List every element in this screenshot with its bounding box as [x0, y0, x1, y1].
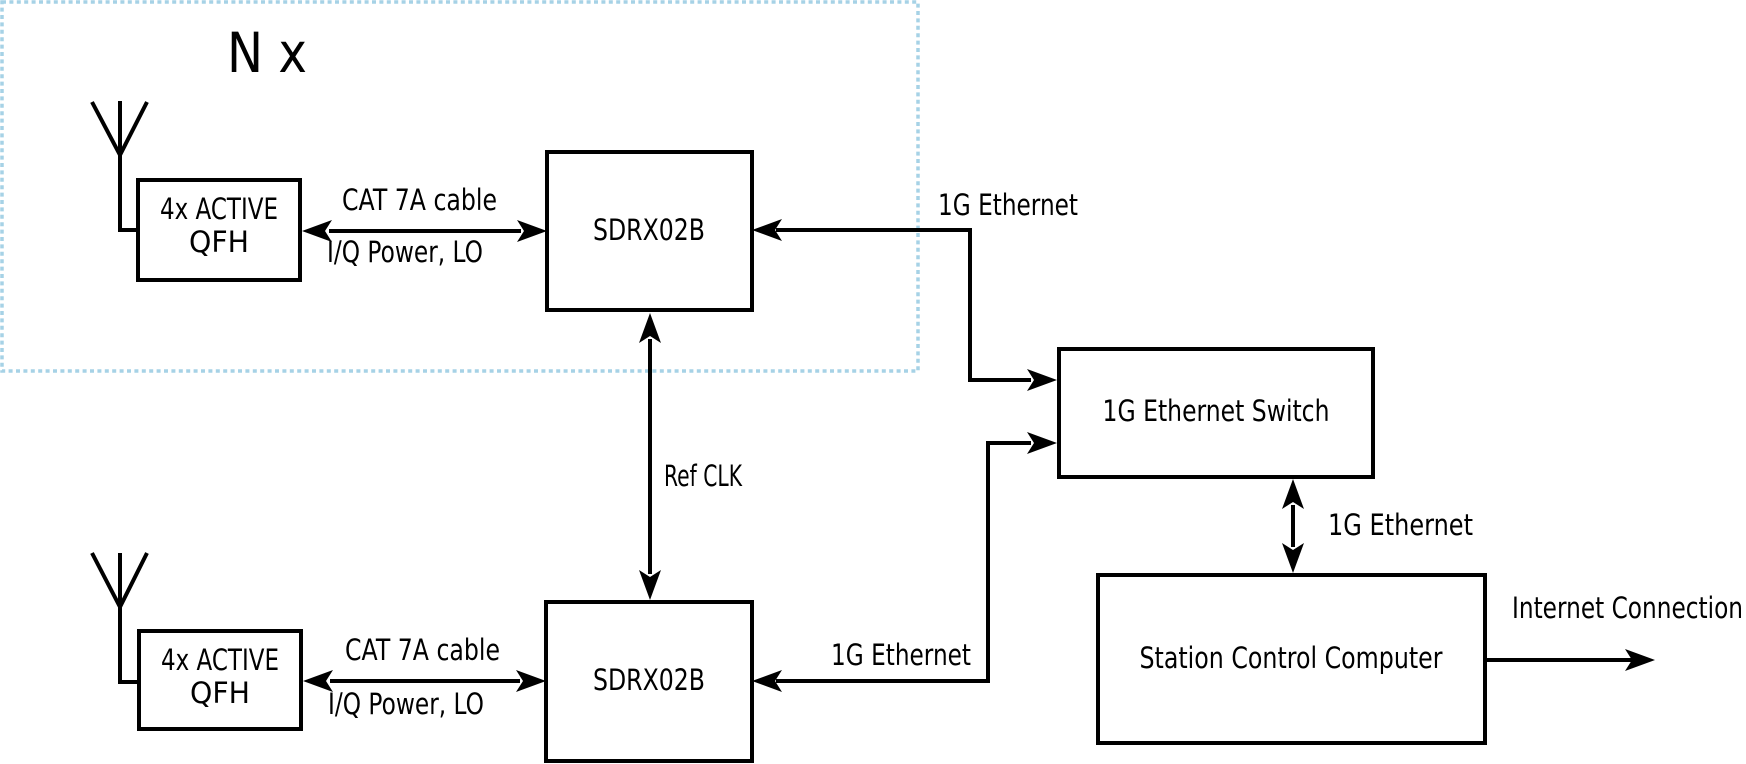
arrowhead-right	[517, 220, 547, 242]
ethernet-switch-box	[1057, 347, 1375, 479]
qfh-bottom-label-line2: QFH	[190, 676, 250, 710]
qfh-bottom-label-line1: 4x ACTIVE	[161, 643, 279, 677]
qfh-top-label-line1: 4x ACTIVE	[160, 192, 278, 226]
arrowhead-left	[752, 670, 782, 692]
sdrx02b-top-box	[545, 150, 754, 312]
cat7a-bottom-label-above: CAT 7A cable	[345, 633, 500, 667]
arrowhead-up	[1282, 479, 1304, 509]
qfh-top-box	[136, 178, 302, 282]
arrowhead-left	[302, 220, 332, 242]
sdrx02b-bottom-label: SDRX02B	[593, 663, 705, 697]
sdrx02b-bottom-box	[544, 600, 754, 763]
eth-switch-pc-label: 1G Ethernet	[1328, 508, 1473, 542]
cable-cat7a-bottom	[303, 670, 546, 692]
cable-internet	[1485, 649, 1655, 671]
qfh-bottom-box	[137, 629, 303, 731]
nx-group-border	[0, 0, 920, 373]
antenna-pole	[118, 101, 138, 232]
arrowhead-right	[1625, 649, 1655, 671]
cable-eth-switch-pc	[1282, 479, 1304, 573]
refclk-label: Ref CLK	[664, 459, 743, 493]
arrowhead-right	[1027, 432, 1057, 454]
cable-cat7a-top	[302, 220, 547, 242]
arrowhead-up	[639, 313, 661, 343]
antenna-pole	[118, 553, 139, 684]
internet-label: Internet Connection	[1512, 591, 1743, 625]
cat7a-top-label-below: I/Q Power, LO	[327, 235, 483, 269]
eth-top-label: 1G Ethernet	[938, 188, 1078, 222]
cable-refclk	[639, 313, 661, 600]
station-computer-box	[1096, 573, 1487, 745]
sdrx02b-top-label: SDRX02B	[593, 213, 705, 247]
cat7a-top-label-above: CAT 7A cable	[342, 183, 497, 217]
arrowhead-left	[752, 219, 782, 241]
arrowhead-right	[1027, 369, 1057, 391]
nx-group-label: N x	[227, 21, 307, 85]
ethernet-switch-label: 1G Ethernet Switch	[1103, 394, 1330, 428]
arrowhead-right	[516, 670, 546, 692]
cable-line	[776, 228, 1031, 382]
antenna-icon-bottom	[90, 552, 149, 684]
cable-eth-bottom	[752, 432, 1057, 692]
arrowhead-down	[639, 570, 661, 600]
arrowhead-down	[1282, 543, 1304, 573]
cable-line	[776, 441, 1031, 683]
eth-bottom-label: 1G Ethernet	[831, 638, 971, 672]
arrowhead-left	[303, 670, 333, 692]
cat7a-bottom-label-below: I/Q Power, LO	[328, 687, 484, 721]
antenna-icon-top	[90, 101, 149, 232]
qfh-top-label-line2: QFH	[189, 225, 249, 259]
station-computer-label: Station Control Computer	[1140, 641, 1443, 675]
cable-eth-top	[752, 219, 1057, 391]
